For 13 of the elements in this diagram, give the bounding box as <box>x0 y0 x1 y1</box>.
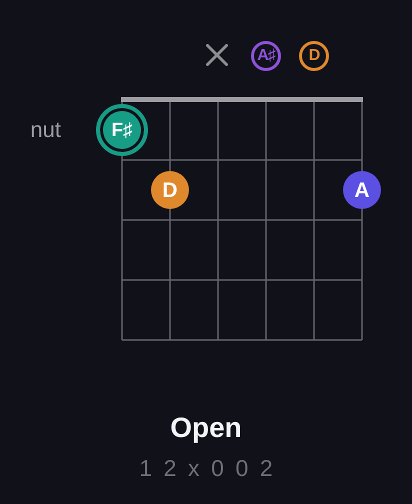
note-name: D <box>308 48 320 64</box>
nut-label: nut <box>29 116 61 144</box>
note-marker <box>96 104 148 156</box>
note-marker <box>343 171 381 209</box>
note-name: A♯ <box>257 48 275 64</box>
note-marker <box>299 41 329 71</box>
note-name: A <box>354 180 370 200</box>
note-name: D <box>162 180 178 200</box>
note-marker <box>251 41 281 71</box>
note-marker <box>151 171 189 209</box>
chord-title: Open <box>169 411 243 445</box>
fingering-label: 1 2 x 0 0 2 <box>138 454 276 482</box>
note-name: F♯ <box>111 120 133 140</box>
